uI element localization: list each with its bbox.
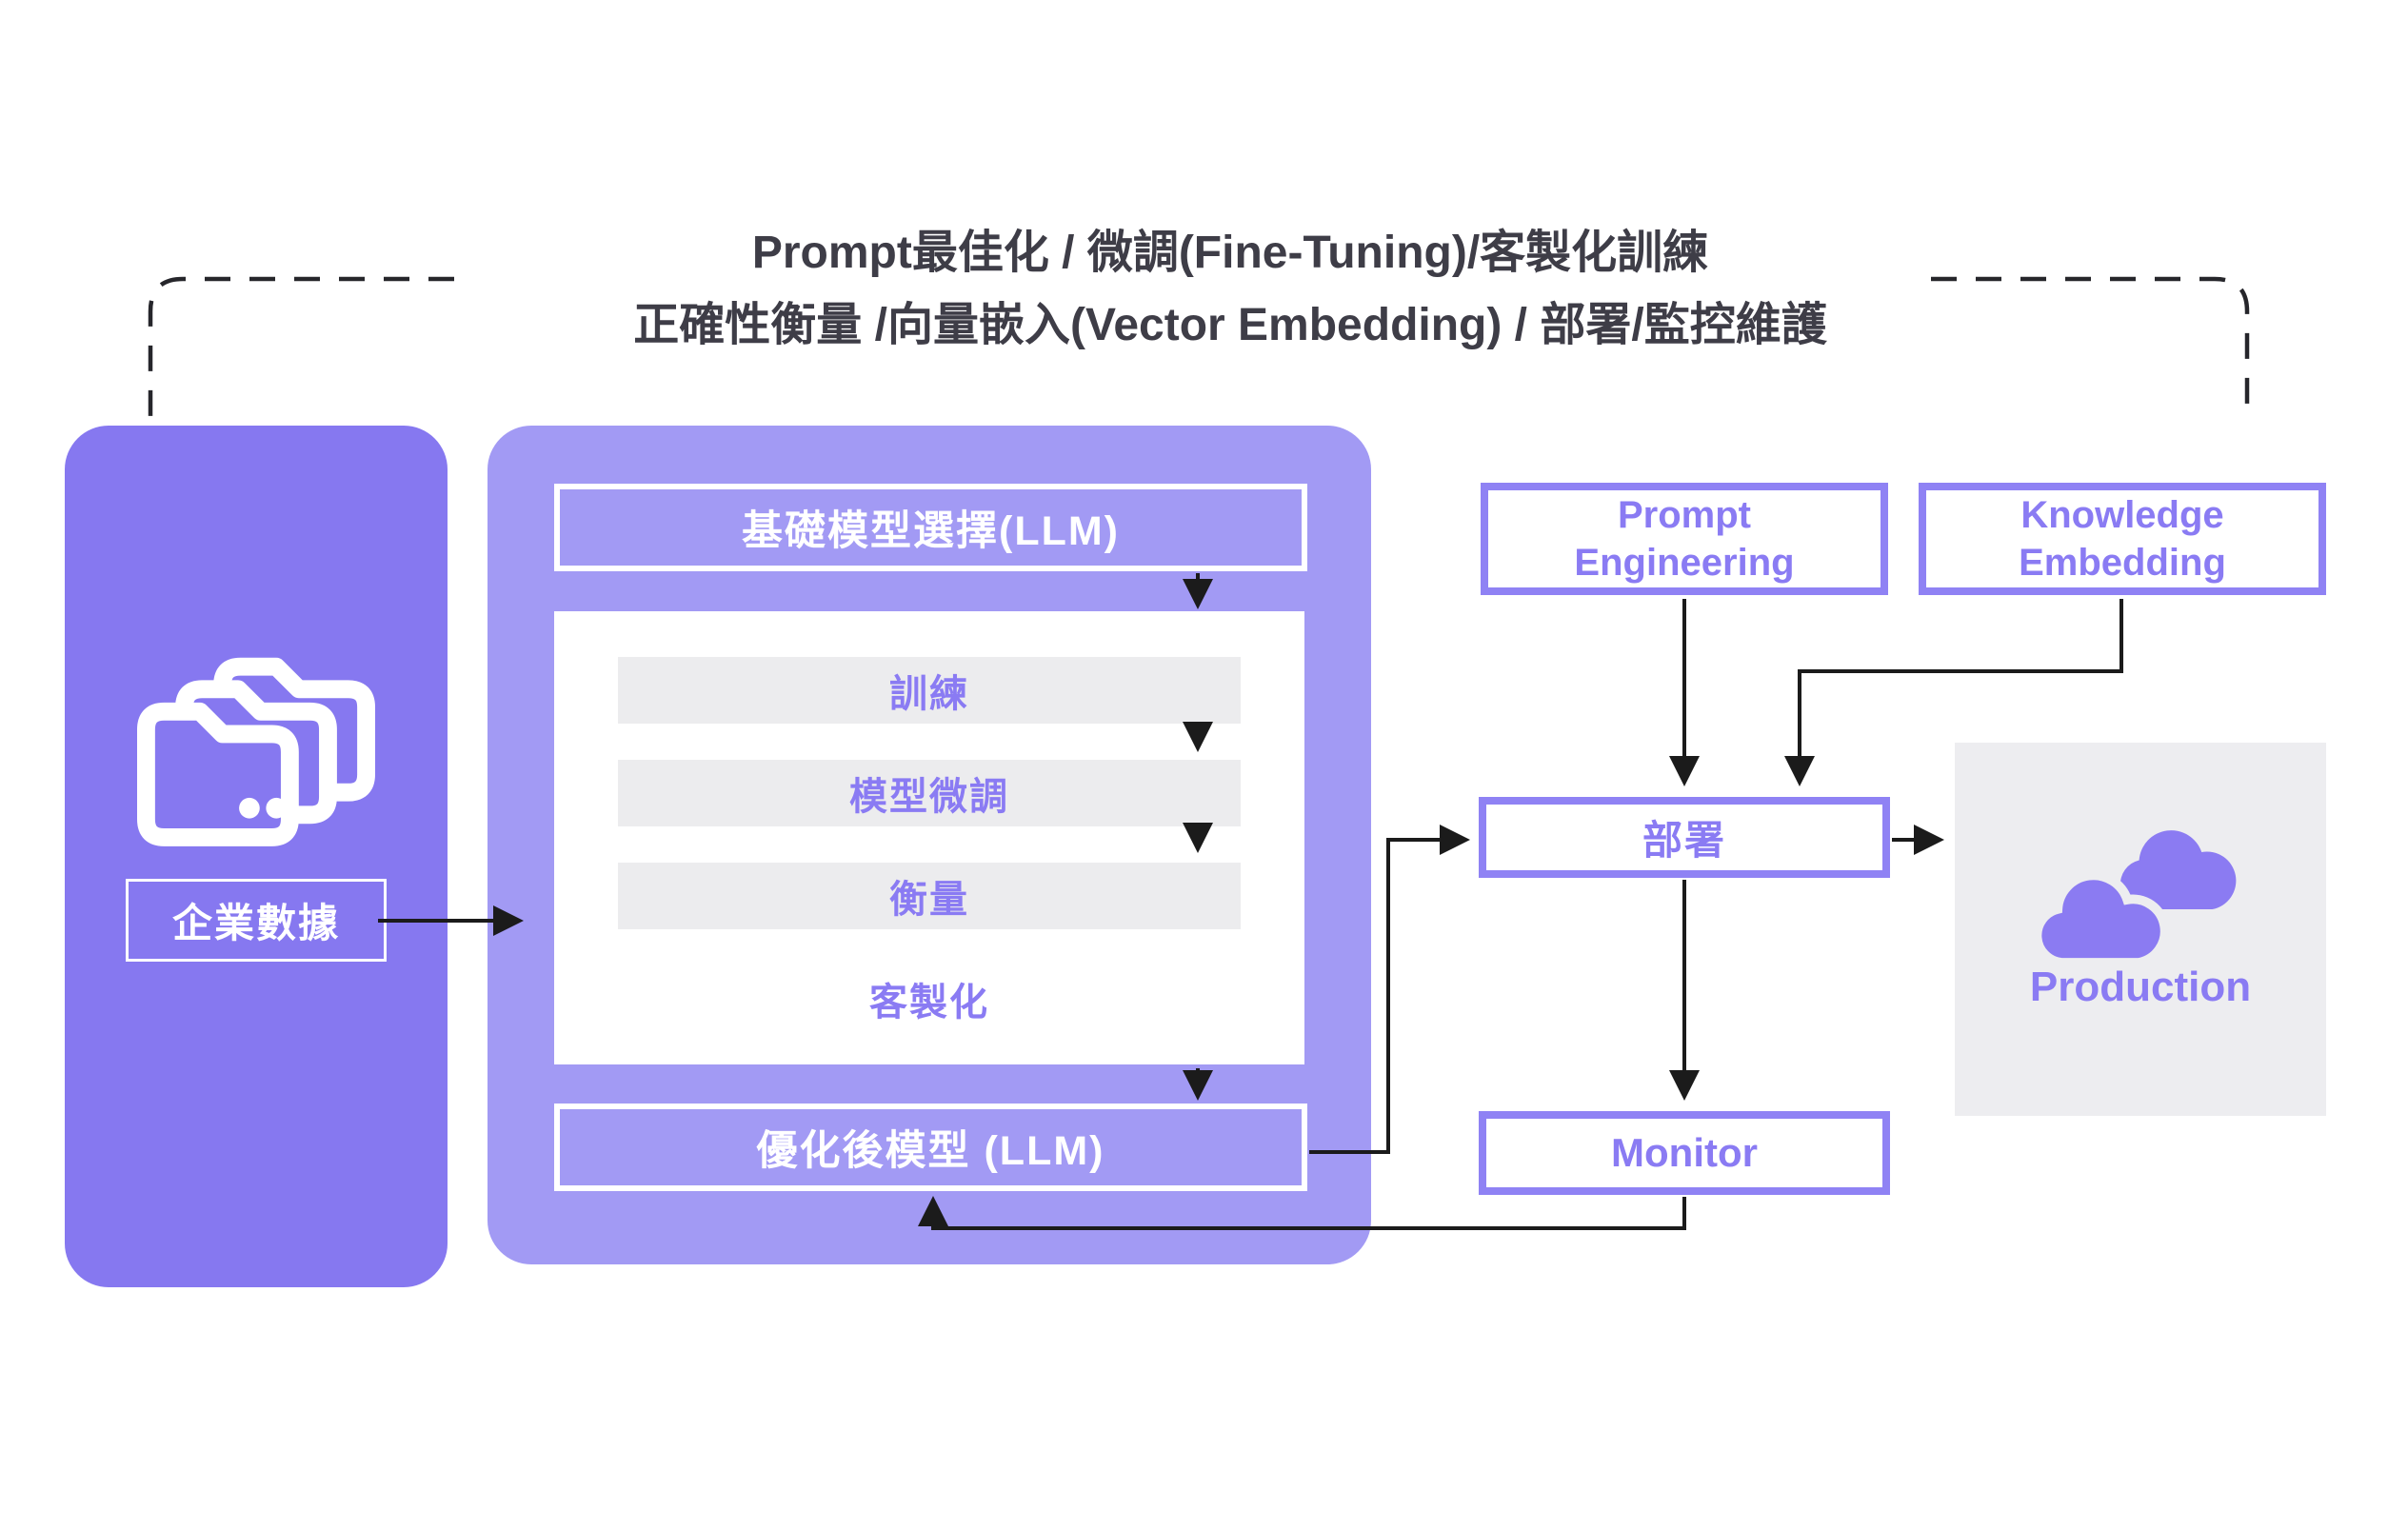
optimized-model-bar: 優化後模型 (LLM)	[554, 1104, 1307, 1191]
step-customization: 客製化	[869, 982, 989, 1024]
step-evaluation: 衡量	[618, 863, 1241, 929]
deploy-box: 部署	[1479, 797, 1890, 878]
clouds-icon	[2032, 830, 2237, 966]
diagram-title: Prompt最佳化 / 微調(Fine-Tuning)/客製化訓練 正確性衡量 …	[502, 217, 1959, 362]
base-model-bar: 基礎模型選擇(LLM)	[554, 484, 1307, 571]
production-label: Production	[2029, 964, 2252, 1010]
knowledge-embedding-box: Knowledge Embedding	[1919, 483, 2326, 595]
folders-icon	[137, 657, 375, 846]
title-line-1: Prompt最佳化 / 微調(Fine-Tuning)/客製化訓練	[751, 228, 1709, 278]
pipeline-container: 基礎模型選擇(LLM) 訓練 模型微調 衡量 客製化 優化後模型 (LLM)	[488, 426, 1371, 1264]
enterprise-data-label: 企業數據	[126, 879, 387, 962]
enterprise-data-box: 企業數據	[65, 426, 448, 1287]
step-training: 訓練	[618, 657, 1241, 724]
title-line-2: 正確性衡量 /向量嵌入(Vector Embedding) / 部署/監控維護	[633, 300, 1827, 350]
prompt-engineering-box: Prompt Engineering	[1481, 483, 1888, 595]
pipeline-steps-panel: 訓練 模型微調 衡量 客製化	[554, 611, 1304, 1064]
production-panel: Production	[1955, 743, 2326, 1116]
dashed-bracket-left	[148, 276, 454, 416]
dashed-bracket-right	[1931, 276, 2250, 411]
step-fine-tuning: 模型微調	[618, 760, 1241, 826]
monitor-box: Monitor	[1479, 1111, 1890, 1195]
